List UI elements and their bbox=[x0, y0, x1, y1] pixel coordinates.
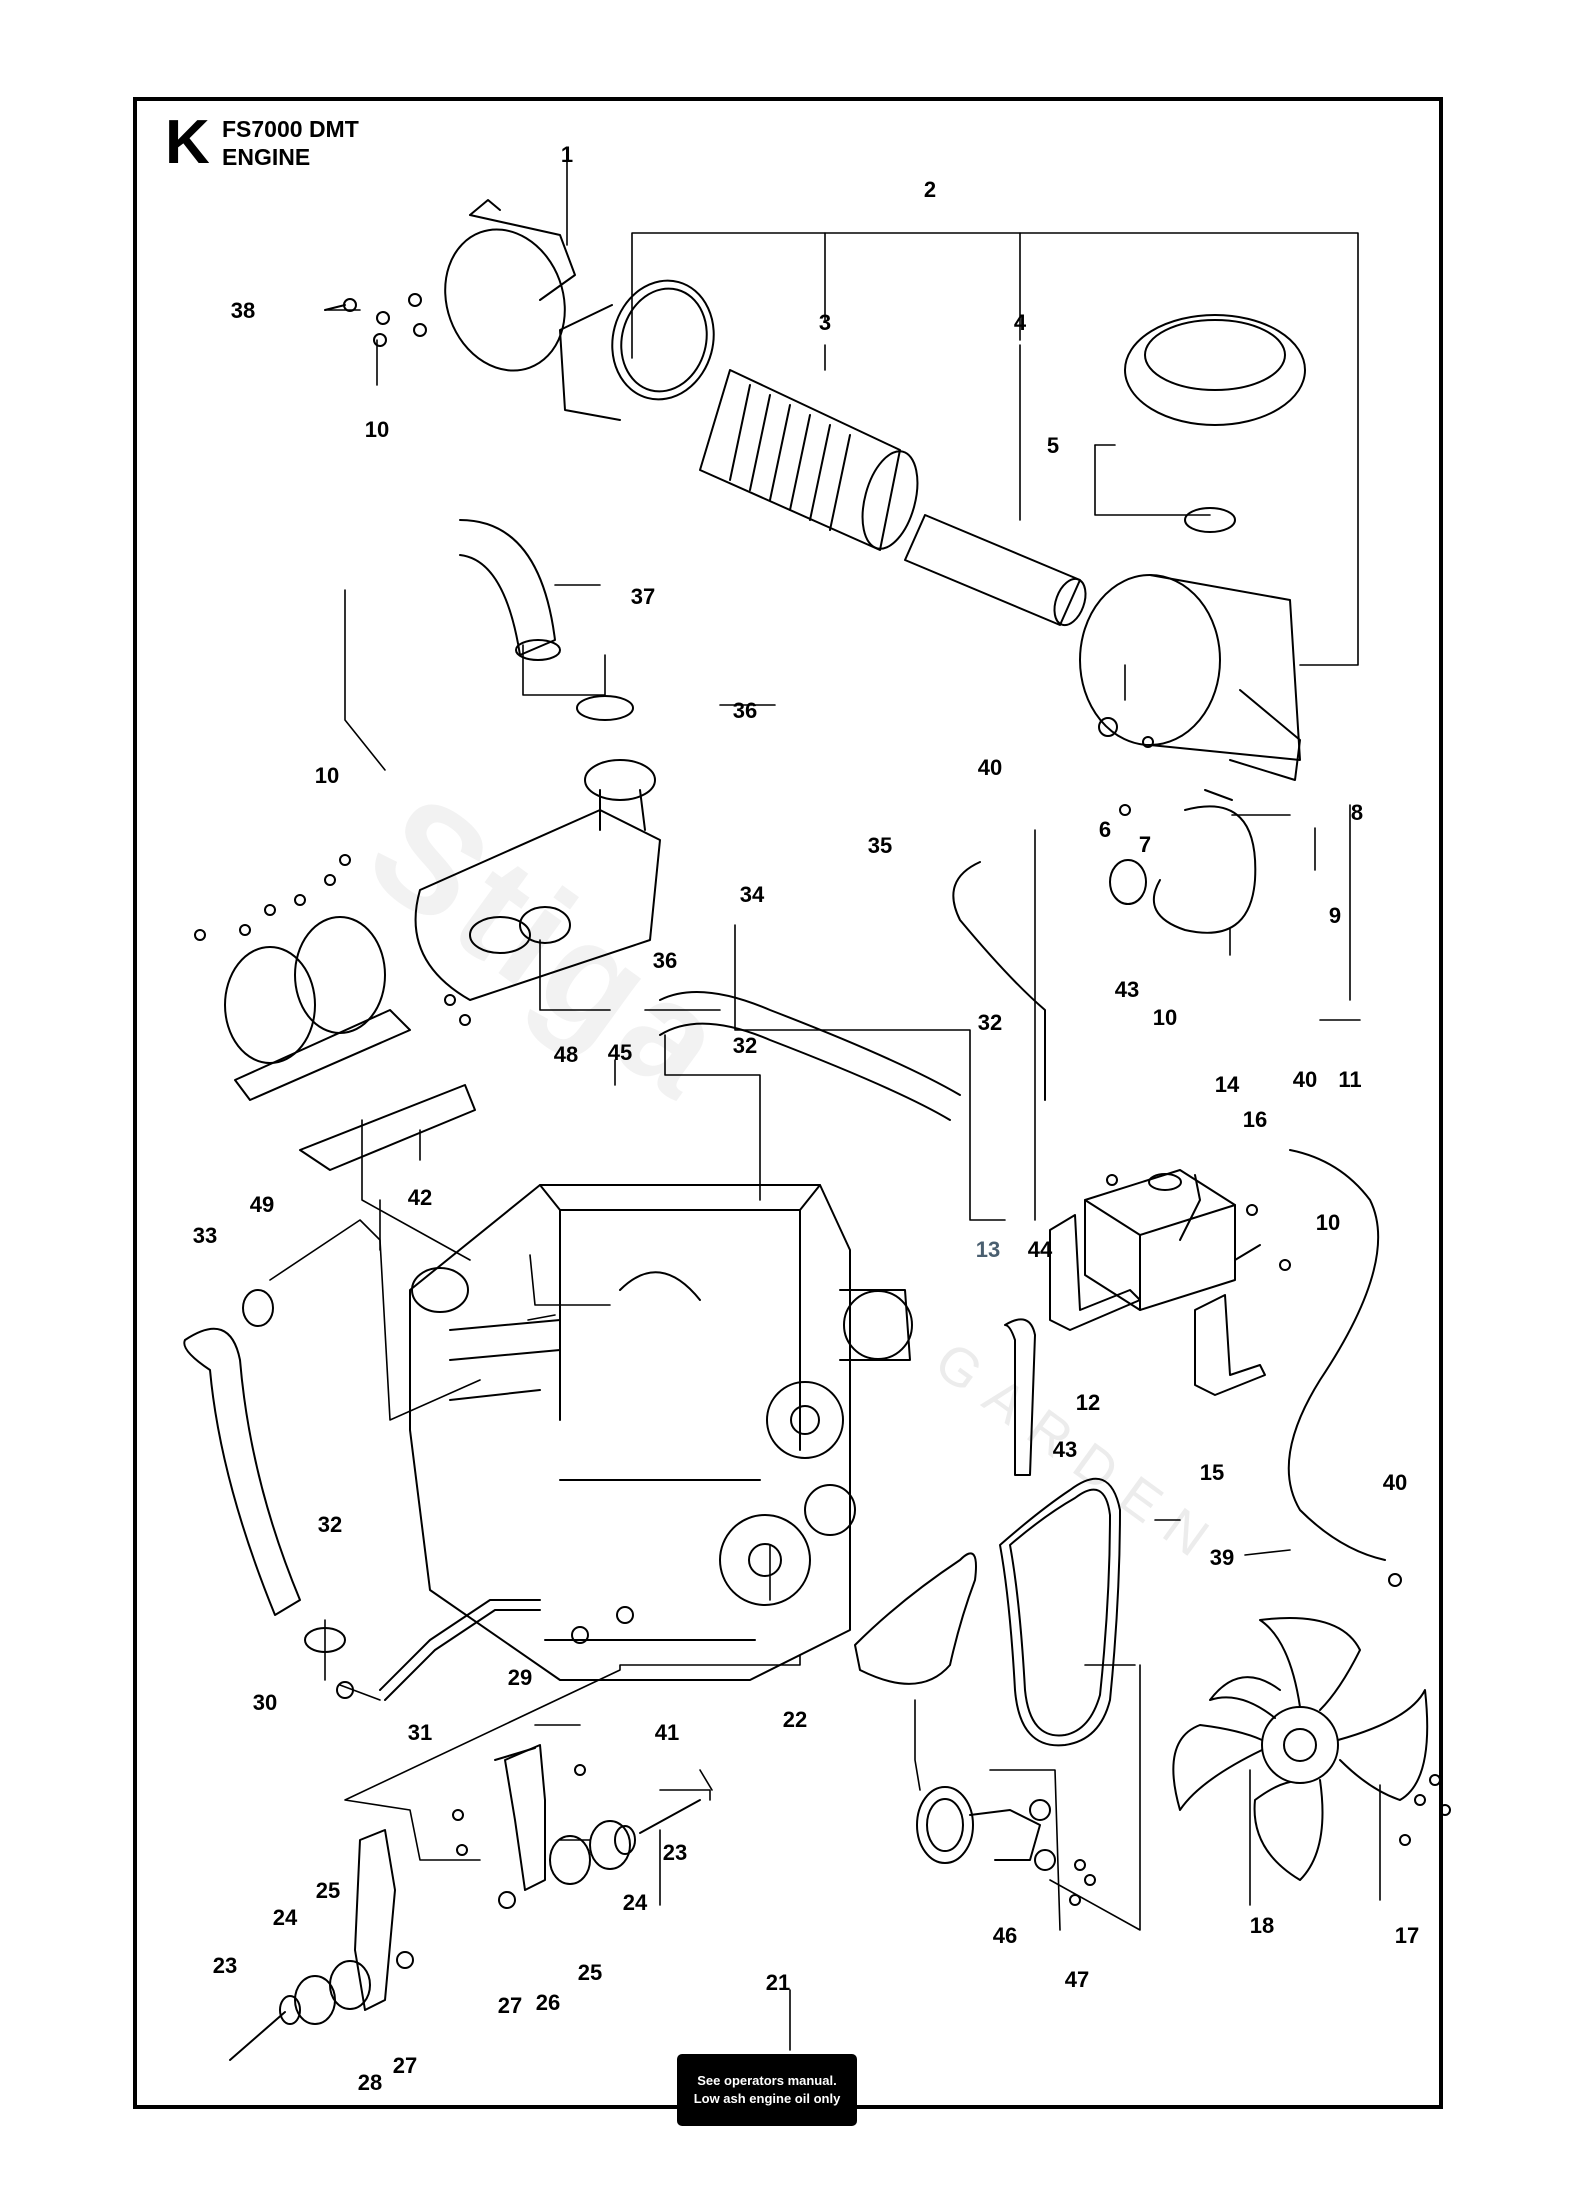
callout-23-right: 23 bbox=[663, 1840, 687, 1865]
callout-30: 30 bbox=[253, 1690, 277, 1715]
callout-15: 15 bbox=[1200, 1460, 1224, 1485]
callout-14: 14 bbox=[1215, 1072, 1240, 1097]
callout-1: 1 bbox=[561, 142, 573, 167]
callout-31: 31 bbox=[408, 1720, 432, 1745]
callout-25-left: 25 bbox=[316, 1878, 340, 1903]
callout-42: 42 bbox=[408, 1185, 432, 1210]
part-tank-hose bbox=[1004, 1318, 1036, 1476]
callout-41: 41 bbox=[655, 1720, 679, 1745]
callout-43-right: 43 bbox=[1053, 1437, 1077, 1462]
part-coolant-hose-long bbox=[659, 991, 961, 1121]
part-engine-block bbox=[409, 1184, 913, 1681]
callout-7: 7 bbox=[1139, 832, 1151, 857]
callout-32-hose: 32 bbox=[733, 1033, 757, 1058]
callout-12: 12 bbox=[1076, 1390, 1100, 1415]
callout-28: 28 bbox=[358, 2070, 382, 2095]
part-hose-clamp bbox=[519, 695, 634, 944]
callout-21: 21 bbox=[766, 1970, 790, 1995]
callout-16: 16 bbox=[1243, 1107, 1267, 1132]
part-expansion-tank bbox=[1084, 1169, 1236, 1311]
callout-49: 49 bbox=[250, 1192, 274, 1217]
callout-33: 33 bbox=[193, 1223, 217, 1248]
callout-36-top: 36 bbox=[733, 698, 757, 723]
callout-32-clamp: 32 bbox=[978, 1010, 1002, 1035]
page-frame bbox=[133, 97, 1443, 2109]
callout-18: 18 bbox=[1250, 1913, 1274, 1938]
part-bolts-38-10 bbox=[324, 293, 427, 347]
callout-2: 2 bbox=[924, 177, 936, 202]
callout-40-tank: 40 bbox=[1293, 1067, 1317, 1092]
callout-39: 39 bbox=[1210, 1545, 1234, 1570]
part-small-fittings bbox=[1098, 717, 1257, 934]
part-exhaust-muffler bbox=[414, 759, 661, 1001]
callout-40-right: 40 bbox=[1383, 1470, 1407, 1495]
model-name: FS7000 DMT bbox=[222, 116, 359, 142]
callout-10-bracket: 10 bbox=[1316, 1210, 1340, 1235]
part-air-cleaner-bracket bbox=[444, 199, 576, 372]
part-cleaner-housing bbox=[1079, 574, 1301, 781]
callout-37: 37 bbox=[631, 584, 655, 609]
part-breather-hose bbox=[952, 861, 1046, 1101]
part-air-cleaner-cup bbox=[559, 279, 715, 421]
part-fan-pulley bbox=[916, 1786, 1056, 1871]
callout-9: 9 bbox=[1329, 903, 1341, 928]
callout-numbers: 1 2 3 4 5 6 7 8 9 10 10 10 10 11 12 13 1… bbox=[193, 142, 1419, 2095]
part-lower-radiator-hose bbox=[183, 1289, 346, 1653]
part-engine-mounts bbox=[229, 1744, 701, 2061]
callout-40-top: 40 bbox=[978, 755, 1002, 780]
callout-22: 22 bbox=[783, 1707, 807, 1732]
part-cooling-fan bbox=[1172, 1617, 1429, 1881]
callout-25-right: 25 bbox=[578, 1960, 602, 1985]
callout-10-top: 10 bbox=[365, 417, 389, 442]
callout-27-right: 27 bbox=[498, 1993, 522, 2018]
part-drive-belts bbox=[854, 1477, 1121, 1747]
callout-27-left: 27 bbox=[393, 2053, 417, 2078]
oil-note-line2: Low ash engine oil only bbox=[693, 2091, 841, 2106]
part-muffler-brackets bbox=[224, 916, 476, 1171]
callout-44: 44 bbox=[1028, 1237, 1053, 1262]
leader-lines bbox=[269, 149, 1381, 2051]
callout-48: 48 bbox=[554, 1042, 578, 1067]
callout-29: 29 bbox=[508, 1665, 532, 1690]
callout-32-lower: 32 bbox=[318, 1512, 342, 1537]
callout-47: 47 bbox=[1065, 1967, 1089, 1992]
callout-43-left: 43 bbox=[1115, 977, 1139, 1002]
callout-11: 11 bbox=[1338, 1067, 1361, 1092]
part-inner-filter bbox=[904, 514, 1087, 627]
callout-8: 8 bbox=[1351, 800, 1363, 825]
callout-45: 45 bbox=[608, 1040, 632, 1065]
part-cleaner-cap bbox=[1124, 314, 1306, 533]
part-overflow-hose bbox=[1287, 1149, 1386, 1561]
part-drain-fitting bbox=[571, 1606, 634, 1644]
callout-26: 26 bbox=[536, 1990, 560, 2015]
callout-24-left: 24 bbox=[273, 1905, 298, 1930]
callout-38: 38 bbox=[231, 298, 255, 323]
callout-34: 34 bbox=[740, 882, 765, 907]
callout-24-right: 24 bbox=[623, 1890, 648, 1915]
callout-17: 17 bbox=[1395, 1923, 1419, 1948]
section-letter: K bbox=[165, 108, 210, 177]
part-fuel-line bbox=[336, 1599, 541, 1701]
callout-6: 6 bbox=[1099, 817, 1111, 842]
callout-35: 35 bbox=[868, 833, 892, 858]
callout-36-muffler: 36 bbox=[653, 948, 677, 973]
callout-4: 4 bbox=[1014, 310, 1027, 335]
group-name: ENGINE bbox=[222, 143, 311, 170]
callout-23-left: 23 bbox=[213, 1953, 237, 1978]
oil-note-line1: See operators manual. bbox=[697, 2073, 837, 2089]
part-tank-brackets bbox=[1049, 1214, 1266, 1396]
part-loose-bolts bbox=[194, 804, 1451, 1906]
section-title: FS7000 DMT ENGINE bbox=[222, 116, 359, 171]
callout-3: 3 bbox=[819, 310, 831, 335]
callout-46: 46 bbox=[993, 1923, 1017, 1948]
callout-10-tank: 10 bbox=[1153, 1005, 1177, 1030]
part-filter-element bbox=[699, 369, 919, 551]
callout-10-muffler: 10 bbox=[315, 763, 339, 788]
oil-note: See operators manual. Low ash engine oil… bbox=[677, 2054, 857, 2126]
callout-13: 13 bbox=[976, 1237, 1000, 1262]
part-intake-pipe bbox=[459, 519, 561, 661]
callout-5: 5 bbox=[1047, 433, 1059, 458]
